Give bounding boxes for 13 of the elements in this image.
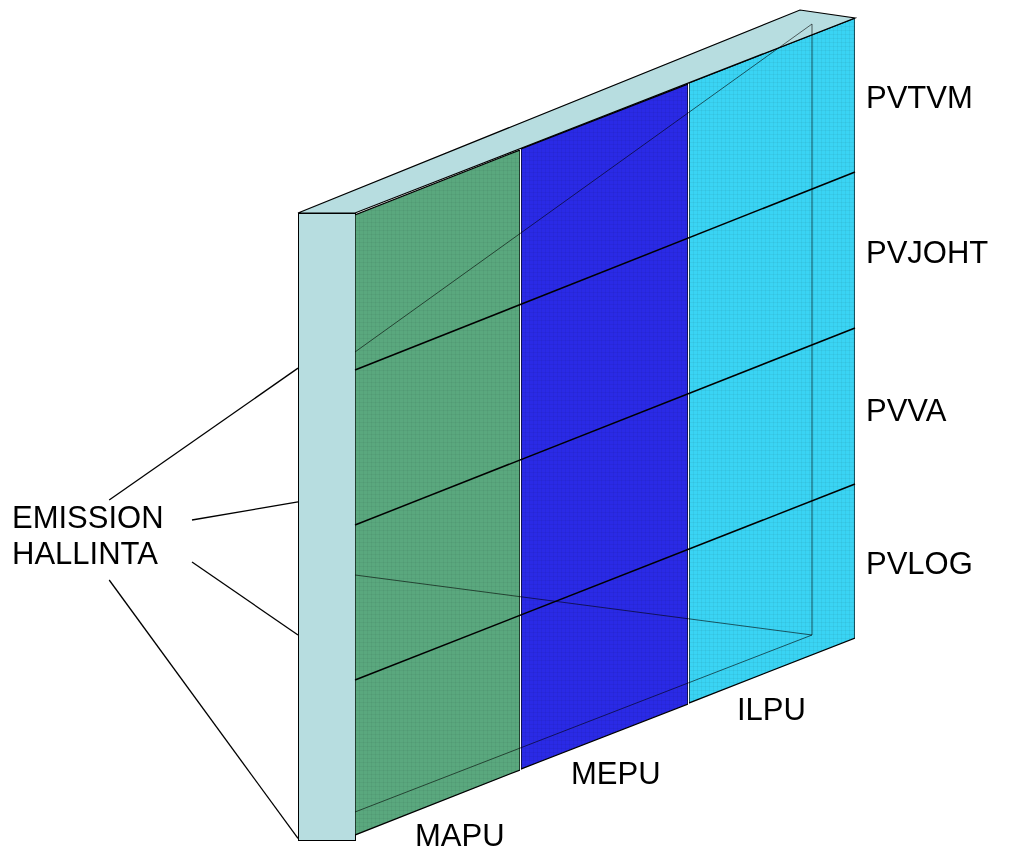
row-label: PVLOG xyxy=(866,546,973,582)
side-panel xyxy=(298,213,356,841)
column-label: ILPU xyxy=(737,692,806,728)
row-label: PVVA xyxy=(866,393,947,429)
row-label: PVTVM xyxy=(866,80,973,116)
leader-line xyxy=(108,367,299,501)
leader-line xyxy=(191,501,299,521)
panel-label: EMISSION HALLINTA xyxy=(12,500,192,572)
column-label: MEPU xyxy=(571,756,661,792)
leader-line xyxy=(108,579,299,840)
leader-line xyxy=(191,561,299,636)
column-label: MAPU xyxy=(415,818,505,854)
row-label: PVJOHT xyxy=(866,235,989,271)
